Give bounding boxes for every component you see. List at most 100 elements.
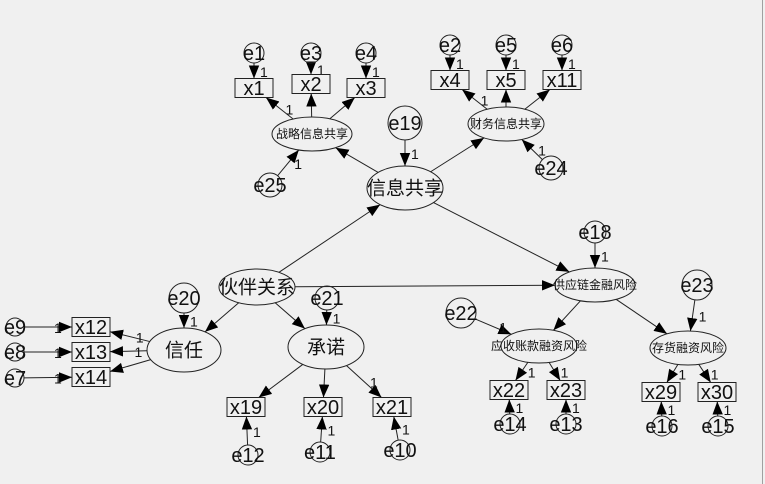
observed-variable-x21-box — [372, 397, 412, 417]
error-term-label: e4 — [355, 43, 377, 65]
fixed-weight-label: 1 — [411, 146, 419, 162]
error-term-e13-circle — [555, 413, 577, 435]
error-term-e9-circle — [5, 317, 25, 337]
path-arrow-zl-to-x1 — [265, 97, 294, 120]
latent-variable-gy-ellipse — [554, 267, 636, 303]
error-term-e23-circle — [681, 269, 713, 301]
fixed-weight-label: 1 — [54, 345, 62, 361]
error-term-label: e7 — [4, 368, 26, 390]
error-term-e2-circle — [439, 34, 461, 56]
path-arrow-cn-to-x19 — [258, 364, 304, 398]
error-term-e5-circle — [495, 34, 517, 56]
latent-variable-label: 存货融资风险 — [652, 340, 724, 355]
error-term-e22-circle — [445, 297, 477, 329]
error-term-label: e1 — [243, 43, 265, 65]
path-arrow-e23-to-ch — [687, 299, 698, 332]
error-term-label: e25 — [253, 175, 286, 197]
error-term-e3-circle — [300, 42, 322, 64]
path-arrow-cw-to-x11 — [524, 89, 551, 110]
latent-variable-xx-ellipse — [366, 165, 444, 211]
latent-variable-label: 战略信息共享 — [276, 126, 348, 141]
error-term-label: e15 — [701, 416, 734, 438]
latent-variable-label: 信任 — [165, 340, 203, 362]
observed-variable-label: x2 — [300, 74, 321, 96]
error-term-e4-circle — [355, 42, 377, 64]
error-term-label: e14 — [493, 414, 526, 436]
observed-variable-x19-box — [226, 397, 266, 417]
observed-variable-label: x19 — [230, 397, 262, 419]
path-arrow-gy-to-ys — [553, 300, 581, 331]
error-term-label: e24 — [534, 158, 567, 180]
path-arrow-xx-to-cw — [430, 137, 485, 173]
path-arrow-xx-to-zl — [335, 147, 379, 173]
fixed-weight-label: 1 — [286, 101, 294, 117]
path-arrow-cn-to-x21 — [346, 365, 382, 398]
error-term-e20-circle — [168, 282, 200, 314]
latent-variable-hb-ellipse — [218, 268, 296, 306]
latent-variable-label: 财务信息共享 — [470, 116, 542, 131]
path-arrow-xr-to-x12 — [109, 329, 150, 343]
fixed-weight-label: 1 — [528, 364, 536, 380]
observed-variable-x5-box — [486, 70, 526, 90]
observed-variable-x1-box — [234, 78, 274, 98]
observed-variable-label: x30 — [701, 382, 733, 404]
error-term-label: e9 — [4, 317, 26, 339]
observed-variable-label: x20 — [307, 397, 339, 419]
observed-variable-x29-box — [641, 382, 681, 402]
path-arrow-e12-to-x19 — [241, 416, 253, 446]
error-term-e25-circle — [257, 172, 283, 198]
latent-variable-label: 信息共享 — [367, 178, 443, 200]
canvas-right-border — [762, 0, 763, 484]
error-term-e19-circle — [387, 105, 423, 141]
latent-variable-ys-ellipse — [500, 328, 578, 364]
observed-variable-label: x22 — [493, 380, 525, 402]
error-term-label: e11 — [304, 442, 336, 464]
error-term-e16-circle — [651, 415, 673, 437]
observed-variable-label: x13 — [75, 342, 107, 364]
path-arrow-cw-to-x4 — [461, 89, 488, 110]
observed-variable-label: x5 — [495, 70, 516, 92]
observed-variable-label: x3 — [355, 78, 376, 100]
path-arrow-e11-to-x20 — [316, 416, 327, 443]
error-term-label: e5 — [495, 35, 517, 57]
observed-variable-x4-box — [430, 70, 470, 90]
path-arrow-e25-to-zl — [277, 149, 300, 177]
path-arrow-e22-to-ys — [474, 318, 512, 335]
fixed-weight-label: 1 — [260, 64, 268, 80]
path-arrow-e24-to-cw — [521, 139, 543, 160]
fixed-weight-label: 1 — [481, 92, 489, 108]
observed-variable-label: x14 — [75, 367, 107, 389]
latent-variable-label: 承诺 — [307, 337, 345, 359]
fixed-weight-label: 1 — [601, 249, 609, 265]
path-arrow-xx-to-gy — [433, 202, 570, 273]
fixed-weight-label: 1 — [135, 344, 143, 360]
fixed-weight-label: 1 — [370, 375, 378, 391]
path-arrow-e7-to-x14 — [23, 372, 73, 383]
fixed-weight-label: 1 — [402, 421, 410, 437]
latent-variable-ch-ellipse — [649, 330, 727, 366]
fixed-weight-label: 1 — [328, 422, 336, 438]
fixed-weight-label: 1 — [723, 402, 731, 418]
error-term-e6-circle — [551, 34, 573, 56]
observed-variable-x30-box — [697, 382, 737, 402]
error-term-label: e13 — [549, 414, 582, 436]
fixed-weight-label: 1 — [711, 366, 719, 382]
fixed-weight-label: 1 — [512, 56, 520, 72]
observed-variable-label: x11 — [547, 70, 578, 92]
error-term-label: e18 — [578, 222, 611, 244]
latent-variable-cw-ellipse — [467, 106, 545, 142]
observed-variable-x22-box — [489, 380, 529, 400]
observed-variable-x3-box — [346, 78, 386, 98]
fixed-weight-label: 1 — [678, 366, 686, 382]
path-arrow-zl-to-x3 — [329, 97, 356, 120]
error-term-label: e3 — [300, 43, 322, 65]
error-term-label: e23 — [680, 275, 713, 297]
path-arrow-hb-to-gy — [294, 280, 556, 291]
error-term-label: e6 — [551, 35, 573, 57]
observed-variable-x12-box — [71, 317, 111, 337]
error-term-label: e16 — [645, 416, 678, 438]
path-arrow-ys-to-x22 — [515, 361, 529, 381]
path-arrow-hb-to-xx — [278, 204, 381, 273]
